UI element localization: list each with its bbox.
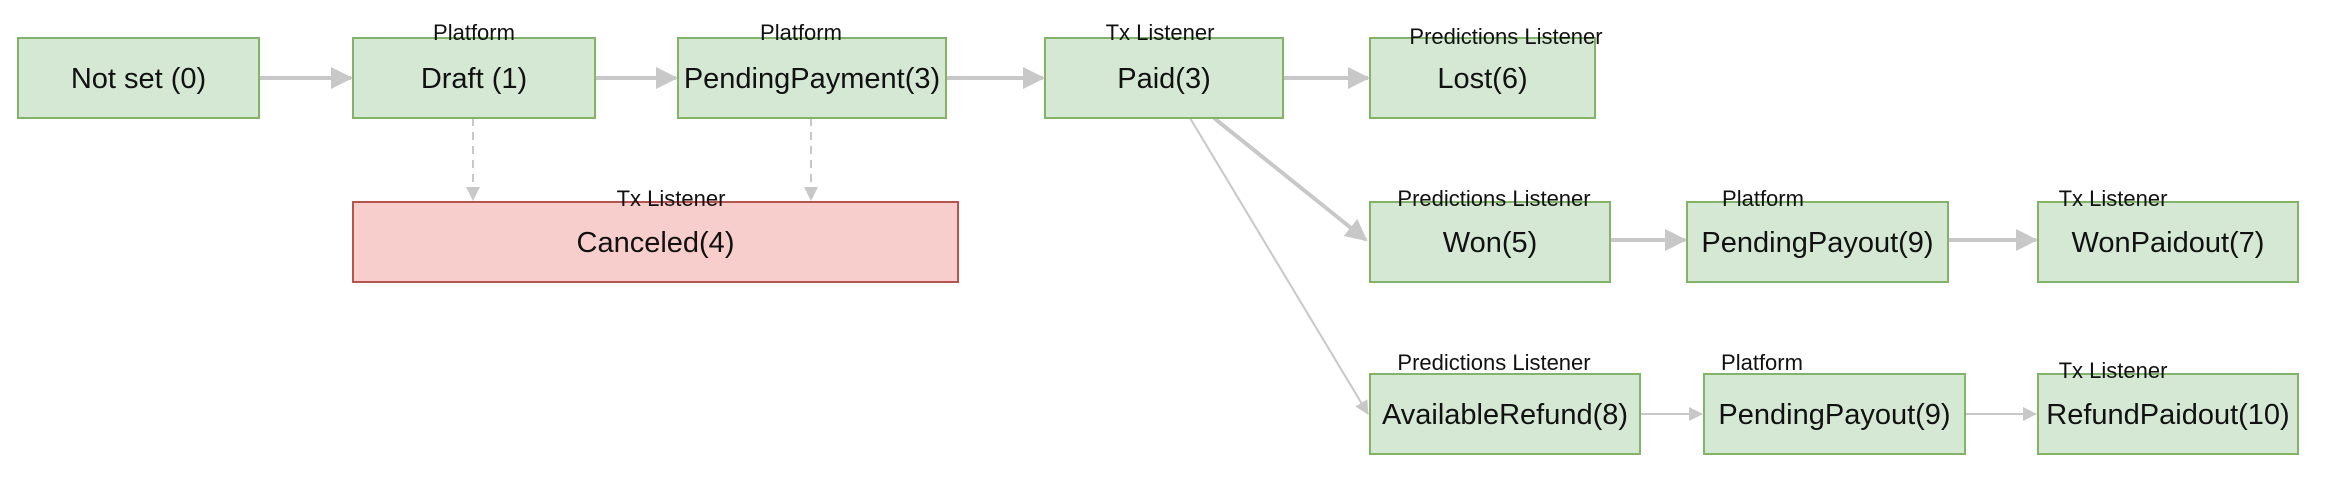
actor-label: Platform (433, 20, 515, 45)
actor-label: Predictions Listener (1397, 350, 1590, 375)
actor-label: Tx Listener (617, 186, 726, 211)
state-node-available-refund[interactable]: AvailableRefund(8) Predictions Listener (1369, 350, 1641, 455)
state-node-box (1686, 201, 1949, 283)
state-node-box (677, 37, 947, 119)
state-node-draft[interactable]: Draft (1) Platform (352, 20, 596, 119)
edge-paid-to-available-refund (1189, 117, 1369, 415)
state-node-box (17, 37, 260, 119)
state-node-not-set[interactable]: Not set (0) (17, 37, 260, 119)
state-node-box (1044, 37, 1284, 119)
actor-label: Tx Listener (1106, 20, 1215, 45)
state-node-label: Not set (0) (71, 63, 206, 95)
state-node-label: Won(5) (1443, 227, 1538, 259)
state-node-pending-payout-won[interactable]: PendingPayout(9) Platform (1686, 186, 1949, 283)
state-node-label: RefundPaidout(10) (2046, 399, 2289, 431)
state-node-label: PendingPayout(9) (1718, 399, 1950, 431)
state-node-pending-payout-refund[interactable]: PendingPayout(9) Platform (1703, 350, 1966, 455)
state-node-box (1369, 37, 1596, 119)
state-node-box (352, 37, 596, 119)
state-node-label: Paid(3) (1117, 63, 1211, 95)
state-node-box (1369, 373, 1641, 455)
edges-layer (259, 67, 2038, 421)
actor-label: Tx Listener (2059, 186, 2168, 211)
actor-label: Tx Listener (2059, 358, 2168, 383)
edge-paid-to-won (1212, 116, 1368, 242)
state-node-label: Lost(6) (1437, 63, 1527, 95)
state-node-lost[interactable]: Lost(6) Predictions Listener (1369, 24, 1603, 119)
actor-label: Predictions Listener (1397, 186, 1590, 211)
actor-label: Predictions Listener (1409, 24, 1602, 49)
state-node-pending-payment[interactable]: PendingPayment(3) Platform (677, 20, 947, 119)
state-node-box (2037, 373, 2299, 455)
state-node-box (2037, 201, 2299, 283)
state-node-won[interactable]: Won(5) Predictions Listener (1369, 186, 1611, 283)
state-node-box (352, 201, 959, 283)
state-node-paid[interactable]: Paid(3) Tx Listener (1044, 20, 1284, 119)
state-node-refund-paidout[interactable]: RefundPaidout(10) Tx Listener (2037, 358, 2299, 455)
state-node-label: PendingPayout(9) (1701, 227, 1933, 259)
state-node-box (1703, 373, 1966, 455)
state-node-label: Draft (1) (421, 63, 527, 95)
actor-label: Platform (760, 20, 842, 45)
state-node-canceled[interactable]: Canceled(4) Tx Listener (352, 186, 959, 283)
state-node-label: PendingPayment(3) (684, 63, 940, 95)
state-node-label: Canceled(4) (577, 227, 735, 259)
state-node-label: WonPaidout(7) (2072, 227, 2265, 259)
state-node-label: AvailableRefund(8) (1382, 399, 1628, 431)
state-node-box (1369, 201, 1611, 283)
actor-label: Platform (1721, 350, 1803, 375)
actor-label: Platform (1722, 186, 1804, 211)
state-node-won-paidout[interactable]: WonPaidout(7) Tx Listener (2037, 186, 2299, 283)
nodes-layer: Not set (0)Draft (1)PlatformPendingPayme… (17, 20, 2299, 455)
